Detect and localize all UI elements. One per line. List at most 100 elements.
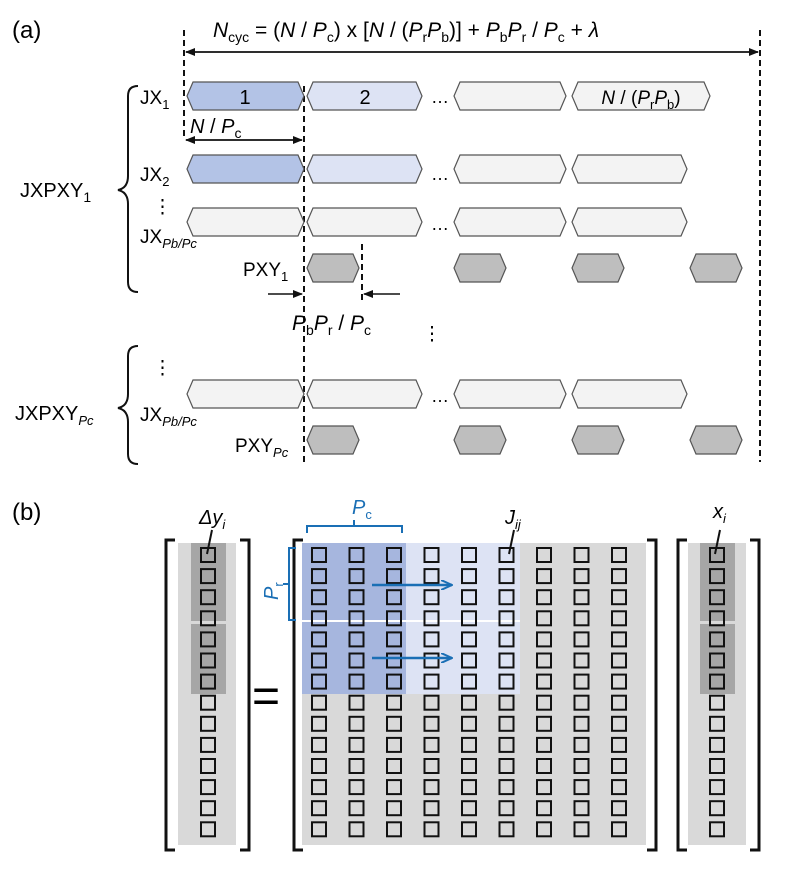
row-label-jxlast-2: JXPb/Pc — [140, 405, 197, 429]
x-cell — [709, 758, 725, 774]
jij-cell — [573, 652, 590, 669]
jij-cell — [423, 673, 440, 690]
jij-cell — [573, 715, 590, 732]
equals-sign: = — [252, 670, 280, 723]
pb-pr-pc-label: PbPr / Pc — [292, 312, 371, 338]
pxy-block-r2-c1 — [306, 425, 360, 455]
group2-brace — [117, 345, 139, 465]
jij-cell — [348, 652, 365, 669]
jij-cell — [386, 673, 402, 690]
jij-cell — [311, 652, 327, 669]
jij-cell — [348, 694, 365, 711]
dy-bracket-right — [240, 538, 251, 852]
jij-cell — [498, 547, 515, 563]
jij-cell — [461, 589, 477, 606]
jx-block-r3-c4 — [571, 207, 688, 237]
jij-cell — [536, 736, 552, 753]
dy-pointer — [206, 529, 213, 555]
dy-label: Δyi — [198, 507, 226, 532]
jij-cell — [423, 589, 440, 606]
jij-cell — [536, 610, 552, 627]
pr-label: Pr — [261, 582, 286, 600]
jij-cell — [536, 547, 552, 563]
xi-pointer — [714, 529, 721, 555]
jij-cell — [573, 673, 590, 690]
jij-cell — [348, 800, 365, 817]
row-label-pxylast: PXYPc — [235, 436, 289, 460]
pc-label: Pc — [352, 497, 372, 522]
jij-cell — [611, 673, 627, 690]
jij-cell — [573, 589, 590, 606]
dy-cell — [200, 589, 216, 606]
jij-cell — [536, 631, 552, 648]
jx-block-r1-c2 — [306, 81, 423, 111]
ncyc-part: N — [280, 19, 296, 42]
group1-brace — [117, 85, 139, 293]
jij-cell — [311, 800, 327, 817]
jij-cell — [423, 758, 440, 774]
ncyc-part: c — [327, 29, 334, 45]
jij-cell — [311, 547, 327, 563]
pc-brace — [306, 520, 403, 533]
row-label-jx1: JX1 — [140, 88, 169, 112]
jij-cell — [423, 715, 440, 732]
jij-cell — [498, 589, 515, 606]
jx-block-r4-c4 — [571, 379, 688, 409]
jij-cell — [386, 779, 402, 796]
ncyc-part: )] + — [449, 19, 486, 42]
ncyc-part: c — [558, 29, 565, 45]
jij-cell — [573, 821, 590, 838]
pxy-block-r1-c3 — [571, 253, 625, 283]
vertical-ellipsis-mid: ⋮ — [423, 324, 442, 345]
jij-cell — [536, 652, 552, 669]
jij-cell — [611, 589, 627, 606]
jij-cell — [611, 821, 627, 838]
jx-block-r4-c3 — [453, 379, 567, 409]
dy-cell — [200, 821, 216, 838]
jx-block-r2-c2 — [306, 154, 423, 184]
jij-cell — [573, 758, 590, 774]
jij-cell — [536, 673, 552, 690]
dy-cell — [200, 673, 216, 690]
ncyc-part: + — [565, 19, 589, 42]
jij-cell — [423, 694, 440, 711]
jij-cell — [423, 779, 440, 796]
timeline-blocks — [186, 81, 743, 455]
matrix-bracket-left — [292, 538, 303, 852]
jij-cell — [498, 758, 515, 774]
jij-cell — [386, 715, 402, 732]
jij-cell — [573, 547, 590, 563]
jij-cell — [348, 779, 365, 796]
jx-block-r3-c3 — [453, 207, 567, 237]
jx-block-r4-c2 — [306, 379, 423, 409]
jij-cell — [536, 568, 552, 585]
x-cell — [709, 779, 725, 796]
ncyc-part: P — [313, 19, 327, 42]
x-bracket-left — [676, 538, 687, 852]
matrix-cells — [200, 547, 725, 838]
jx-block-r1-c4 — [571, 81, 711, 111]
jij-cell — [461, 547, 477, 563]
jij-cell — [461, 568, 477, 585]
jij-cell — [348, 736, 365, 753]
jij-cell — [386, 736, 402, 753]
jij-cell — [611, 800, 627, 817]
jij-cell — [611, 779, 627, 796]
row-label-pxy1: PXY1 — [243, 260, 288, 284]
ncyc-part: / ( — [384, 19, 409, 42]
jx-block-r2-c3 — [453, 154, 567, 184]
ncyc-part: N — [369, 19, 385, 42]
ncyc-part: / — [295, 19, 313, 42]
jij-cell — [536, 694, 552, 711]
jij-cell — [536, 715, 552, 732]
jx-block-r2-c1 — [186, 154, 305, 184]
ellipsis-row4: … — [431, 386, 449, 406]
jij-cell — [611, 547, 627, 563]
jij-pointer — [508, 529, 515, 555]
jij-cell — [348, 610, 365, 627]
x-cell — [709, 589, 725, 606]
pxy-block-r2-c3 — [571, 425, 625, 455]
x-cell — [709, 736, 725, 753]
jij-cell — [423, 568, 440, 585]
jij-cell — [311, 779, 327, 796]
